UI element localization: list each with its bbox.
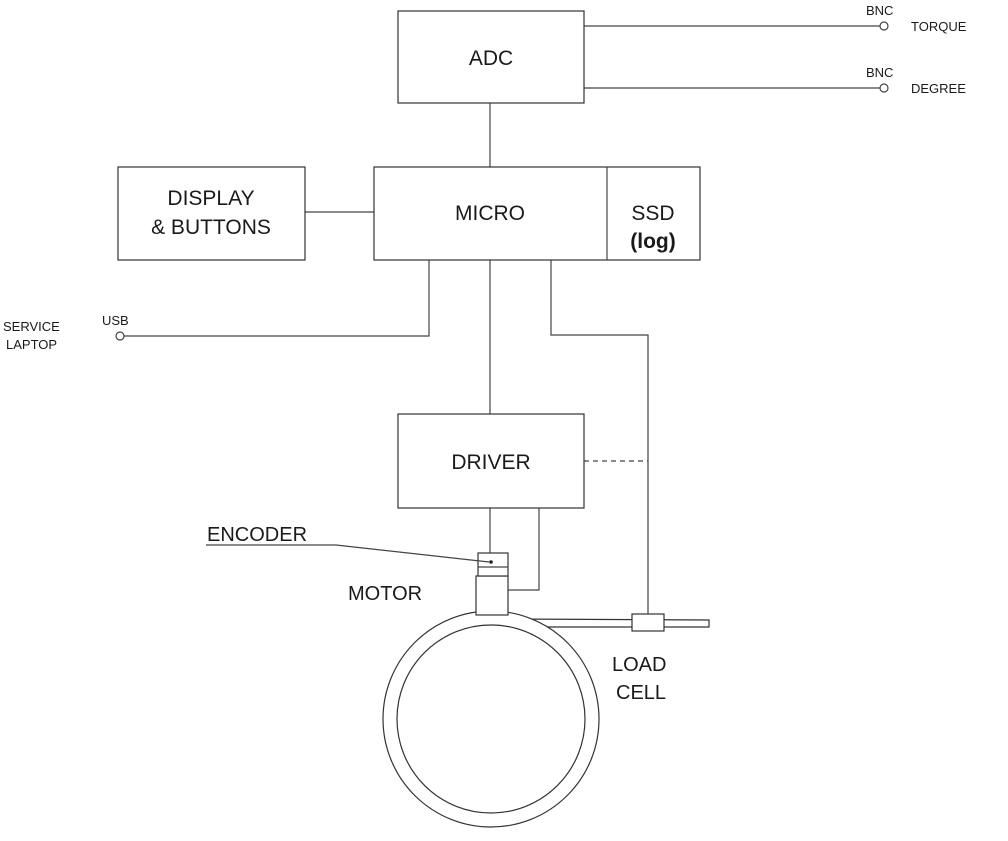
motor-body: [475, 575, 509, 616]
display-label: DISPLAY: [167, 187, 254, 210]
load-cell: [631, 613, 665, 632]
micro-block: MICRO: [373, 166, 701, 261]
encoder-leader-line: [335, 544, 490, 563]
degree-output: BNC DEGREE: [866, 65, 966, 96]
driver-block: DRIVER: [397, 413, 585, 509]
buttons-label: & BUTTONS: [151, 216, 271, 239]
micro-label: MICRO: [455, 202, 525, 225]
degree-label: DEGREE: [911, 81, 966, 96]
laptop-label: LAPTOP: [6, 337, 57, 352]
driver-label: DRIVER: [451, 451, 530, 474]
service-usb: USB SERVICE LAPTOP: [3, 313, 129, 352]
degree-bnc-connector: [879, 83, 889, 93]
ssd-block: SSD (log): [630, 202, 675, 253]
wires: [124, 25, 880, 614]
drum-inner: [396, 624, 586, 814]
adc-block: ADC: [397, 10, 585, 104]
motor-label: MOTOR: [348, 583, 422, 605]
wire-driver-motor: [508, 508, 540, 591]
wire-micro-loadcell: [550, 260, 649, 614]
encoder-label: ENCODER: [207, 524, 307, 546]
load-cell-label-2: CELL: [616, 682, 666, 704]
torque-label: TORQUE: [911, 19, 967, 34]
torque-output: BNC TORQUE: [866, 3, 967, 34]
ssd-log-label: (log): [630, 230, 675, 253]
degree-bnc-label: BNC: [866, 65, 893, 80]
motor-assembly: ENCODER MOTOR LOAD CELL: [206, 524, 710, 828]
ssd-label: SSD: [631, 202, 674, 225]
encoder-dot: [489, 560, 493, 564]
torque-bnc-label: BNC: [866, 3, 893, 18]
torque-bnc-connector: [879, 21, 889, 31]
usb-label: USB: [102, 313, 129, 328]
encoder: [477, 552, 509, 577]
service-label: SERVICE: [3, 319, 60, 334]
load-cell-label-1: LOAD: [612, 654, 666, 676]
adc-label: ADC: [469, 47, 513, 70]
display-buttons-block: DISPLAY & BUTTONS: [117, 166, 306, 261]
usb-connector: [115, 331, 125, 341]
wire-micro-usb: [124, 260, 430, 337]
